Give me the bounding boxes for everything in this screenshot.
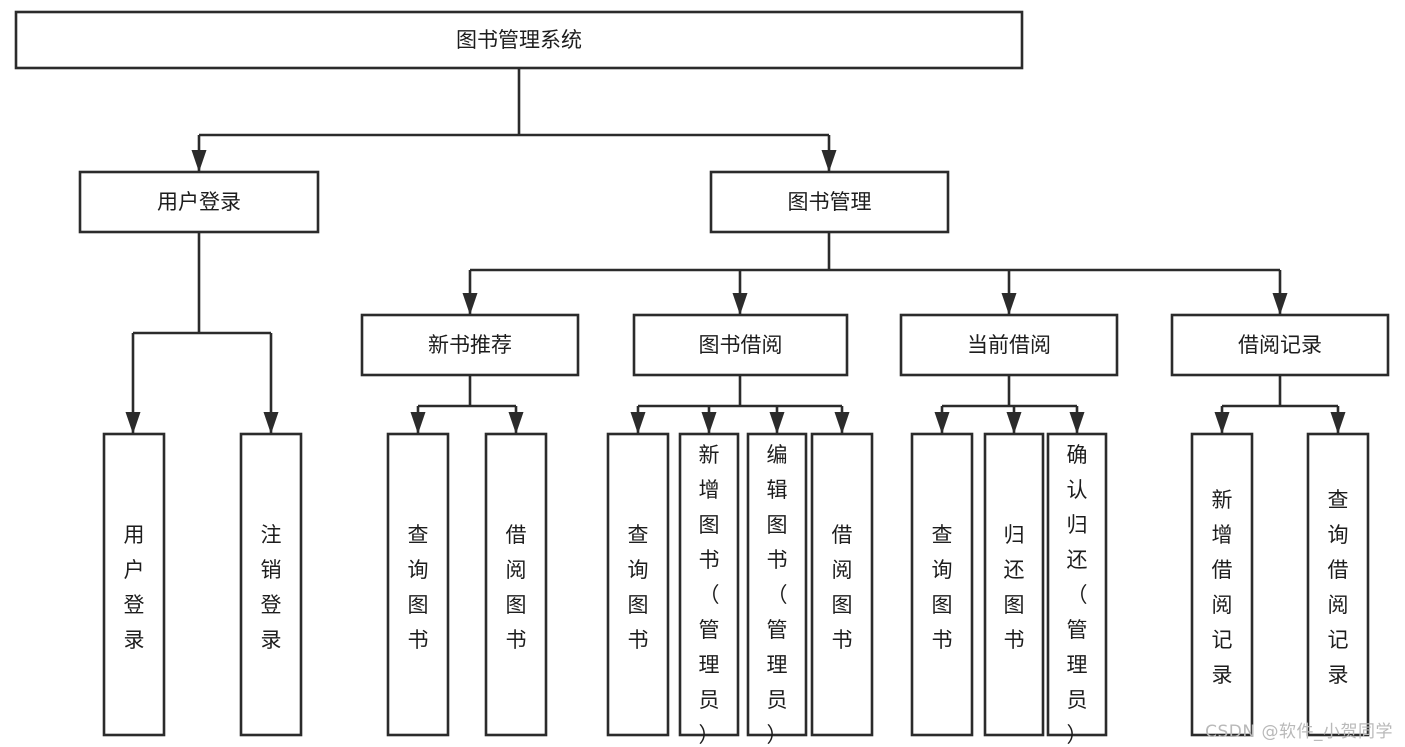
node-label: 图书借阅 [699, 333, 783, 357]
node-leaf-borrow-add-book[interactable]: 新增图书（管理员） [678, 432, 740, 747]
node-leaf-current-confirm-return[interactable]: 确认归还（管理员） [1046, 432, 1108, 747]
arrow-head-icon [834, 412, 850, 434]
arrow-head-icon [508, 412, 524, 434]
node-box [386, 432, 450, 737]
arrow-head-icon [769, 412, 785, 434]
connector-book-manage-to-level3 [462, 232, 1288, 315]
connectors-layer [125, 68, 1346, 434]
arrow-head-icon [263, 412, 279, 434]
node-leaf-records-add[interactable]: 新增借阅记录 [1190, 432, 1254, 737]
node-label: 编辑图书（管理员） [767, 443, 788, 747]
node-book-manage[interactable]: 图书管理 [709, 170, 950, 234]
node-leaf-recommend-borrow-book[interactable]: 借阅图书 [484, 432, 548, 737]
node-label: 图书管理系统 [456, 28, 582, 52]
node-box [102, 432, 166, 737]
arrow-head-icon [1330, 412, 1346, 434]
arrow-head-icon [630, 412, 646, 434]
node-box [983, 432, 1045, 737]
arrow-head-icon [821, 150, 837, 172]
node-leaf-borrow-query-book[interactable]: 查询图书 [606, 432, 670, 737]
connector-root-to-level2 [191, 68, 837, 172]
node-label: 新增图书（管理员） [699, 443, 720, 747]
arrow-head-icon [410, 412, 426, 434]
arrow-head-icon [462, 293, 478, 315]
node-label: 查询图书 [408, 523, 429, 652]
node-box [14, 10, 1024, 70]
node-label: 借阅图书 [832, 523, 853, 652]
node-box [78, 170, 320, 234]
node-root[interactable]: 图书管理系统 [14, 10, 1024, 70]
arrow-head-icon [1001, 293, 1017, 315]
arrow-head-icon [701, 412, 717, 434]
node-box [1046, 432, 1108, 737]
node-box [360, 313, 580, 377]
connector-records-to-leaves [1214, 375, 1346, 434]
node-label: 借阅记录 [1238, 333, 1322, 357]
node-leaf-recommend-query-book[interactable]: 查询图书 [386, 432, 450, 737]
nodes-layer: 图书管理系统用户登录图书管理新书推荐图书借阅当前借阅借阅记录用户登录注销登录查询… [14, 10, 1390, 747]
node-label: 用户登录 [157, 190, 241, 214]
node-box [678, 432, 740, 737]
node-leaf-current-query-book[interactable]: 查询图书 [910, 432, 974, 737]
node-box [746, 432, 808, 737]
node-label: 图书管理 [788, 190, 872, 214]
node-box [632, 313, 849, 377]
node-new-book-recommend[interactable]: 新书推荐 [360, 313, 580, 377]
node-box [709, 170, 950, 234]
node-box [899, 313, 1119, 377]
node-label: 查询借阅记录 [1328, 488, 1349, 687]
node-box [606, 432, 670, 737]
node-label: 当前借阅 [967, 333, 1051, 357]
node-box [1170, 313, 1390, 377]
arrow-head-icon [1214, 412, 1230, 434]
node-label: 查询图书 [628, 523, 649, 652]
node-leaf-records-query[interactable]: 查询借阅记录 [1306, 432, 1370, 737]
connector-current-to-leaves [934, 375, 1085, 434]
connector-borrow-to-leaves [630, 375, 850, 434]
node-label: 确认归还（管理员） [1067, 443, 1088, 747]
arrow-head-icon [732, 293, 748, 315]
node-label: 归还图书 [1004, 523, 1025, 652]
node-box [1306, 432, 1370, 737]
arrow-head-icon [934, 412, 950, 434]
node-user-login[interactable]: 用户登录 [78, 170, 320, 234]
arrow-head-icon [1006, 412, 1022, 434]
arrow-head-icon [191, 150, 207, 172]
node-box [484, 432, 548, 737]
node-box [910, 432, 974, 737]
arrow-head-icon [1272, 293, 1288, 315]
node-label: 新增借阅记录 [1212, 488, 1233, 687]
connector-user-login-to-leaves [125, 232, 279, 434]
node-label: 注销登录 [261, 523, 282, 652]
node-label: 新书推荐 [428, 333, 512, 357]
node-box [1190, 432, 1254, 737]
connector-recommend-to-leaves [410, 375, 524, 434]
node-book-borrow[interactable]: 图书借阅 [632, 313, 849, 377]
node-leaf-borrow-borrow-book[interactable]: 借阅图书 [810, 432, 874, 737]
arrow-head-icon [125, 412, 141, 434]
node-box [810, 432, 874, 737]
arrow-head-icon [1069, 412, 1085, 434]
node-leaf-borrow-edit-book[interactable]: 编辑图书（管理员） [746, 432, 808, 747]
node-borrow-records[interactable]: 借阅记录 [1170, 313, 1390, 377]
node-leaf-user-logout[interactable]: 注销登录 [239, 432, 303, 737]
csdn-watermark: CSDN @软件_小贺同学 [1205, 722, 1393, 742]
node-leaf-current-return-book[interactable]: 归还图书 [983, 432, 1045, 737]
node-label: 用户登录 [124, 523, 145, 652]
node-label: 借阅图书 [506, 523, 527, 652]
node-box [239, 432, 303, 737]
node-current-borrow[interactable]: 当前借阅 [899, 313, 1119, 377]
node-leaf-user-login[interactable]: 用户登录 [102, 432, 166, 737]
node-label: 查询图书 [932, 523, 953, 652]
